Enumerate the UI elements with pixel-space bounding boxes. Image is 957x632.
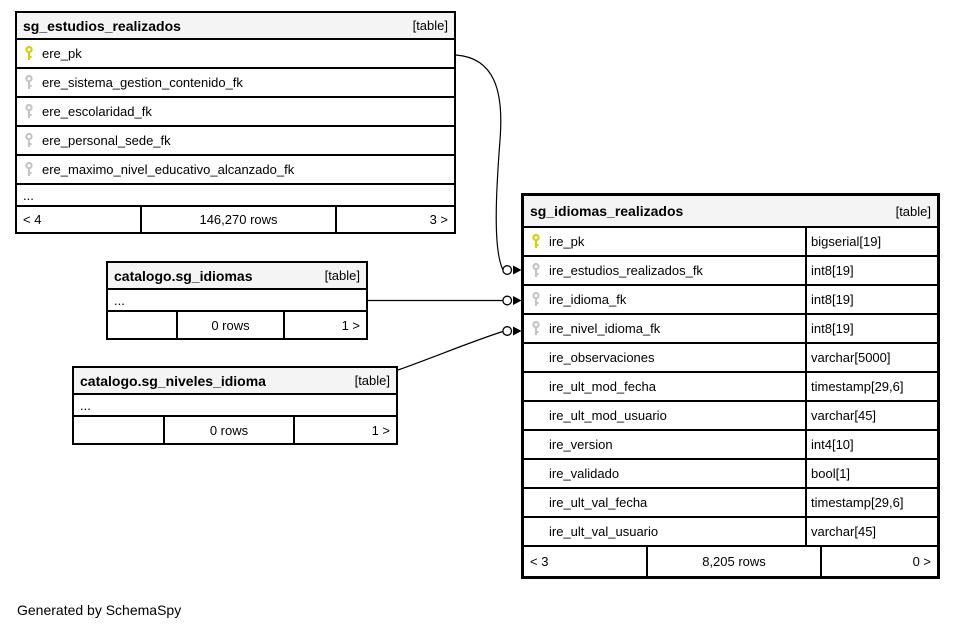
table-tag: [table] bbox=[354, 373, 390, 388]
column-type: int8[19] bbox=[805, 286, 937, 313]
table-row: ere_personal_sede_fk bbox=[17, 127, 454, 156]
foreign-key-icon bbox=[25, 104, 33, 118]
column-name: ire_version bbox=[549, 437, 613, 452]
table-title[interactable]: catalogo.sg_niveles_idioma bbox=[80, 372, 266, 389]
table-row: ire_idioma_fk int8[19] bbox=[524, 286, 937, 315]
table-sg-estudios-realizados: sg_estudios_realizados [table] ere_pk er… bbox=[15, 11, 456, 234]
table-row: ire_estudios_realizados_fk int8[19] bbox=[524, 257, 937, 286]
foreign-key-icon bbox=[25, 133, 33, 147]
column-type: int8[19] bbox=[805, 315, 937, 342]
column-type: timestamp[29,6] bbox=[805, 489, 937, 516]
column-name: ere_personal_sede_fk bbox=[42, 133, 171, 148]
fk-circle-marker bbox=[502, 295, 513, 306]
table-footer: 0 rows 1 > bbox=[74, 417, 396, 443]
column-type: bool[1] bbox=[805, 460, 937, 487]
table-row: ire_ult_mod_fecha timestamp[29,6] bbox=[524, 373, 937, 402]
table-row: ire_validado bool[1] bbox=[524, 460, 937, 489]
column-name: ire_estudios_realizados_fk bbox=[549, 263, 703, 278]
relationship-line-niveles-to-idiomas-realizados bbox=[397, 330, 503, 371]
related-left-count: < 3 bbox=[530, 554, 549, 569]
table-footer: 0 rows 1 > bbox=[108, 312, 366, 338]
table-row: ere_maximo_nivel_educativo_alcanzado_fk bbox=[17, 156, 454, 185]
relationship-line-estudios-to-idiomas-realizados bbox=[455, 54, 504, 270]
column-type: varchar[45] bbox=[805, 518, 937, 545]
ellipsis-label: ... bbox=[114, 292, 125, 308]
foreign-key-icon bbox=[532, 292, 540, 306]
column-type: int8[19] bbox=[805, 257, 937, 284]
column-type: bigserial[19] bbox=[805, 228, 937, 255]
related-right-count: 0 > bbox=[820, 547, 937, 576]
column-type: varchar[5000] bbox=[805, 344, 937, 371]
table-header[interactable]: sg_estudios_realizados [table] bbox=[17, 13, 454, 40]
table-row: ere_sistema_gestion_contenido_fk bbox=[17, 69, 454, 98]
column-name: ere_maximo_nivel_educativo_alcanzado_fk bbox=[42, 162, 295, 177]
table-header[interactable]: sg_idiomas_realizados [table] bbox=[524, 196, 937, 228]
related-left-count bbox=[108, 312, 176, 338]
table-sg-idiomas-realizados: sg_idiomas_realizados [table] ire_pk big… bbox=[521, 193, 940, 579]
column-name: ire_observaciones bbox=[549, 350, 655, 365]
foreign-key-icon bbox=[25, 162, 33, 176]
table-title[interactable]: catalogo.sg_idiomas bbox=[114, 267, 253, 284]
fk-circle-marker bbox=[502, 265, 513, 275]
table-row: ire_ult_mod_usuario varchar[45] bbox=[524, 402, 937, 431]
related-left-count bbox=[74, 417, 163, 443]
column-name: ire_pk bbox=[549, 234, 585, 249]
generator-note: Generated by SchemaSpy bbox=[17, 602, 182, 618]
column-type: int4[10] bbox=[805, 431, 937, 458]
table-row: ire_ult_val_usuario varchar[45] bbox=[524, 518, 937, 547]
column-name: ire_ult_val_usuario bbox=[549, 524, 659, 539]
primary-key-icon bbox=[532, 234, 540, 248]
table-footer: < 3 8,205 rows 0 > bbox=[524, 547, 937, 576]
foreign-key-icon bbox=[532, 321, 540, 335]
column-type: timestamp[29,6] bbox=[805, 373, 937, 400]
table-header[interactable]: catalogo.sg_niveles_idioma [table] bbox=[74, 368, 396, 395]
table-row: ire_observaciones varchar[5000] bbox=[524, 344, 937, 373]
row-count: 8,205 rows bbox=[646, 547, 820, 576]
column-name: ire_ult_mod_usuario bbox=[549, 408, 667, 423]
table-header[interactable]: catalogo.sg_idiomas [table] bbox=[108, 263, 366, 290]
column-name: ire_idioma_fk bbox=[549, 292, 627, 307]
related-right-count: 1 > bbox=[293, 417, 396, 443]
table-catalogo-sg-idiomas: catalogo.sg_idiomas [table] ... 0 rows 1… bbox=[106, 261, 368, 340]
table-tag: [table] bbox=[324, 268, 360, 283]
ellipsis-label: ... bbox=[23, 187, 34, 203]
table-row-ellipsis: ... bbox=[17, 185, 454, 207]
foreign-key-icon bbox=[532, 263, 540, 277]
column-name: ire_nivel_idioma_fk bbox=[549, 321, 661, 336]
table-row: ere_pk bbox=[17, 40, 454, 69]
table-tag: [table] bbox=[412, 18, 448, 33]
table-row: ere_escolaridad_fk bbox=[17, 98, 454, 127]
table-row-ellipsis: ... bbox=[74, 395, 396, 417]
column-name: ire_validado bbox=[549, 466, 620, 481]
related-right-count: 1 > bbox=[283, 312, 366, 338]
related-left-count: < 4 bbox=[23, 212, 42, 227]
column-name: ere_sistema_gestion_contenido_fk bbox=[42, 75, 243, 90]
table-row: ire_version int4[10] bbox=[524, 431, 937, 460]
column-name: ere_pk bbox=[42, 46, 82, 61]
row-count: 146,270 rows bbox=[140, 207, 335, 232]
row-count: 0 rows bbox=[176, 312, 283, 338]
foreign-key-icon bbox=[25, 75, 33, 89]
table-row: ire_pk bigserial[19] bbox=[524, 228, 937, 257]
column-name: ire_ult_val_fecha bbox=[549, 495, 648, 510]
fk-circle-marker bbox=[502, 326, 513, 336]
column-name: ire_ult_mod_fecha bbox=[549, 379, 656, 394]
table-tag: [table] bbox=[895, 203, 931, 219]
table-row-ellipsis: ... bbox=[108, 290, 366, 312]
table-footer: < 4 146,270 rows 3 > bbox=[17, 207, 454, 232]
table-catalogo-sg-niveles-idioma: catalogo.sg_niveles_idioma [table] ... 0… bbox=[72, 366, 398, 445]
ellipsis-label: ... bbox=[80, 397, 91, 413]
column-name: ere_escolaridad_fk bbox=[42, 104, 152, 119]
row-count: 0 rows bbox=[163, 417, 293, 443]
column-type: varchar[45] bbox=[805, 402, 937, 429]
related-right-count: 3 > bbox=[335, 207, 454, 232]
table-title[interactable]: sg_estudios_realizados bbox=[23, 17, 181, 34]
table-row: ire_nivel_idioma_fk int8[19] bbox=[524, 315, 937, 344]
table-row: ire_ult_val_fecha timestamp[29,6] bbox=[524, 489, 937, 518]
primary-key-icon bbox=[25, 46, 33, 60]
table-title[interactable]: sg_idiomas_realizados bbox=[530, 203, 684, 219]
